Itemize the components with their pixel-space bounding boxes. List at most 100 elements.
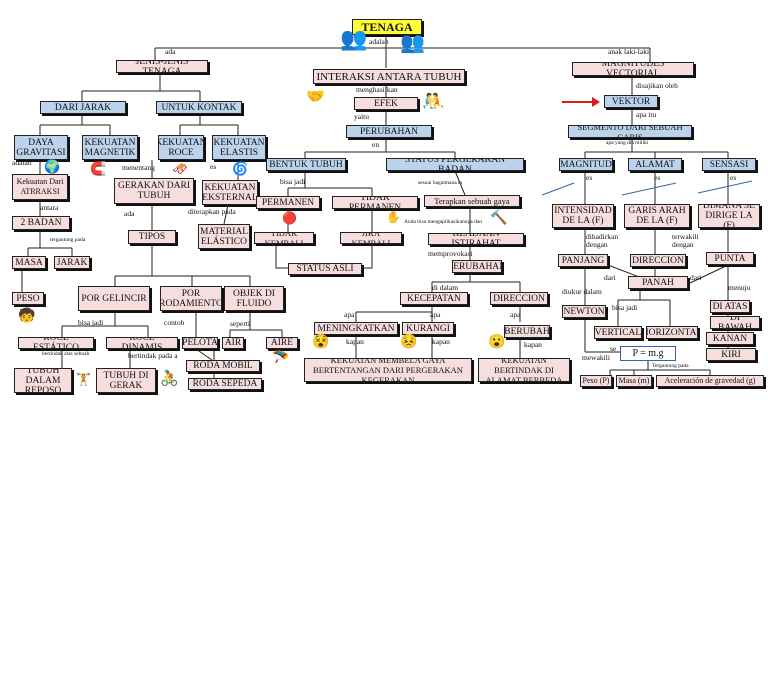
- link-apa-yang: apa yang dia miliki: [606, 140, 649, 146]
- node-kiri: KIRI: [706, 348, 756, 361]
- link-apa-3: apa: [510, 310, 521, 319]
- link-anda-bisa: Anda bisa mengaplikasikannya dan: [404, 219, 483, 225]
- link-es-1: es: [210, 162, 217, 171]
- node-tidak-permanen: TIDAK PERMANEN: [332, 196, 418, 209]
- node-kekuatan-atraksi: Kekuatan Dari ATRRAKSI: [12, 174, 68, 200]
- node-tubuh-gerak: TUBUH DI GERAK: [96, 368, 156, 393]
- node-kekuatan-membela: KEKUATAN MEMBELA GAYA BERTENTANGAN DARI …: [304, 358, 472, 382]
- hand-icon: 🤝: [306, 89, 325, 105]
- node-kekuatan-roce: KEKUATAN ROCE: [158, 135, 204, 160]
- vector-arrow-icon: [541, 182, 575, 196]
- node-magnitudes-vectorial: MAGNITUDES VECTORIAL: [572, 62, 694, 76]
- node-status-pergerakan: STATUS PERGERAKAN BADAN: [386, 158, 524, 171]
- hand-icon: ✋: [386, 210, 401, 224]
- link-contoh: contoh: [164, 318, 185, 327]
- node-formula: P = m.g: [620, 346, 676, 361]
- link-apa-itu: apa itu: [636, 110, 657, 119]
- node-roda-mobil: RODA MOBIL: [186, 360, 260, 372]
- link-sesuai: sesuai bagaimana ia: [418, 180, 462, 186]
- link-dihadirkan: dihadirkan dengan: [586, 232, 619, 249]
- node-permanen: PERMANEN: [256, 196, 320, 209]
- node-tipos: TIPOS: [128, 230, 176, 244]
- link-apa-1: apa: [344, 310, 355, 319]
- link-es-4: es: [730, 173, 737, 182]
- node-alamat: ALAMAT: [628, 158, 682, 171]
- node-direccion-2: DIRECCION: [490, 292, 548, 305]
- sledge-icon: 🛷: [172, 161, 189, 176]
- node-newton: NEWTON: [562, 305, 606, 318]
- link-anak-laki-laki: anak laki-laki: [608, 47, 650, 56]
- emoji-face-icon: 😮: [488, 335, 506, 350]
- emoji-face-icon: 😣: [400, 335, 418, 350]
- node-keadaan-istirahat: KEADAAN ISTIRAHAT: [428, 233, 524, 245]
- link-en: en: [372, 140, 380, 149]
- node-2-badan: 2 BADAN: [12, 216, 70, 230]
- node-daya-gravitasi: DAYA GRAVITASI: [14, 135, 68, 160]
- ball-icon: 🔴: [282, 211, 297, 225]
- link-menuju: menuju: [728, 283, 751, 292]
- node-por-rodamiento: POR RODAMIENTO: [160, 286, 222, 311]
- link-menentang: menentang: [122, 163, 155, 172]
- node-kekuatan-magnetik: KEKUATAN MAGNETIK: [82, 135, 138, 160]
- link-dari-2: dari: [690, 273, 702, 282]
- node-interaksi: INTERAKSI ANTARA TUBUH: [313, 69, 465, 84]
- link-seperti: seperti: [230, 319, 250, 328]
- link-adalah-2: adalah: [12, 158, 32, 167]
- link-yaitu: yaitu: [354, 112, 369, 121]
- node-vertical: VERTICAL: [594, 326, 642, 339]
- node-air: AIR: [222, 337, 244, 349]
- link-kapan-2: kapan: [432, 337, 450, 346]
- link-bertindak-pada: bertindak pada a: [128, 351, 178, 360]
- link-adalah-1: adalah: [369, 37, 389, 46]
- node-magnitud: MAGNITUD: [559, 158, 613, 171]
- node-di-bawah: DI BAWAH: [710, 316, 760, 329]
- concept-map: TENAGA JENIS-JENIS TENAGA INTERAKSI ANTA…: [12, 19, 764, 393]
- person-push-icon: 🏋: [76, 372, 91, 386]
- link-bisa-jadi-2: bisa jadi: [612, 303, 638, 312]
- globe-icon: 🌍: [44, 159, 61, 174]
- node-masa-m: Masa (m): [616, 375, 652, 387]
- node-dari-jarak: DARI JARAK: [40, 101, 126, 114]
- node-roce-estatico: ROCE ESTÁTICO: [18, 337, 94, 349]
- link-terwakili: terwakili dengan: [672, 232, 699, 249]
- link-es-2: es: [586, 173, 593, 182]
- node-horizontal: HORIZONTAL: [646, 326, 698, 339]
- node-peso: PESO: [12, 292, 44, 305]
- link-tergantung-1: tergantung pada: [50, 237, 86, 243]
- node-untuk-kontak: UNTUK KONTAK: [156, 101, 242, 114]
- link-kapan-1: kapan: [346, 337, 364, 346]
- people-icon: 👥: [340, 26, 368, 51]
- link-menghasilkan: menghasilkan: [356, 85, 398, 94]
- node-berubah: BERUBAH: [504, 325, 550, 338]
- node-roda-sepeda: RODA SEPEDA: [188, 378, 262, 390]
- node-vektor: VEKTOR: [604, 95, 658, 108]
- node-jarak: JARAK: [54, 256, 90, 269]
- node-di-atas: DI ATAS: [710, 300, 750, 313]
- node-kekuatan-bertindak: KEKUATAN BERTINDAK DI ALAMAT BERBEDA: [478, 358, 570, 382]
- node-aire: AIRE: [266, 337, 298, 349]
- spring-icon: 🌀: [232, 161, 249, 176]
- node-tubuh-reposo: TUBUH DALAM REPOSO: [14, 368, 72, 393]
- hammer-icon: 🔨: [490, 211, 508, 226]
- vector-arrow-icon: [697, 180, 753, 194]
- node-jika-kembali: JIKA KEMBALI: [340, 232, 402, 244]
- person-push-icon: 🤼: [422, 91, 445, 111]
- node-kecepatan: KECEPATAN: [400, 292, 468, 305]
- node-status-asli: STATUS ASLI: [288, 263, 362, 275]
- node-direccion-1: DIRECCION: [630, 254, 686, 267]
- node-material-elastico: MATERIAL ELÁSTICO: [198, 224, 250, 249]
- node-perubahan-2: PERUBAHAN: [452, 260, 502, 273]
- link-antara: antara: [40, 203, 59, 212]
- link-disajikan-oleh: disajikan oleh: [636, 81, 678, 90]
- link-di-dalam: di dalam: [432, 283, 459, 292]
- link-es-3: es: [654, 173, 661, 182]
- emoji-face-icon: 😵: [312, 335, 330, 350]
- node-peso-p: Peso (P): [580, 375, 612, 387]
- node-roce-dinamis: ROCE DINAMIS: [106, 337, 178, 349]
- node-segmento: SEGMENTO DARI SEBUAH GARIS: [568, 125, 692, 138]
- vector-arrow-icon: [621, 182, 677, 196]
- node-objek-fluido: OBJEK DI FLUIDO: [224, 286, 284, 311]
- link-kapan-3: kapan: [524, 340, 542, 349]
- node-bentuk-tubuh: BENTUK TUBUH: [266, 158, 346, 171]
- node-pelota: PELOTA: [182, 337, 218, 349]
